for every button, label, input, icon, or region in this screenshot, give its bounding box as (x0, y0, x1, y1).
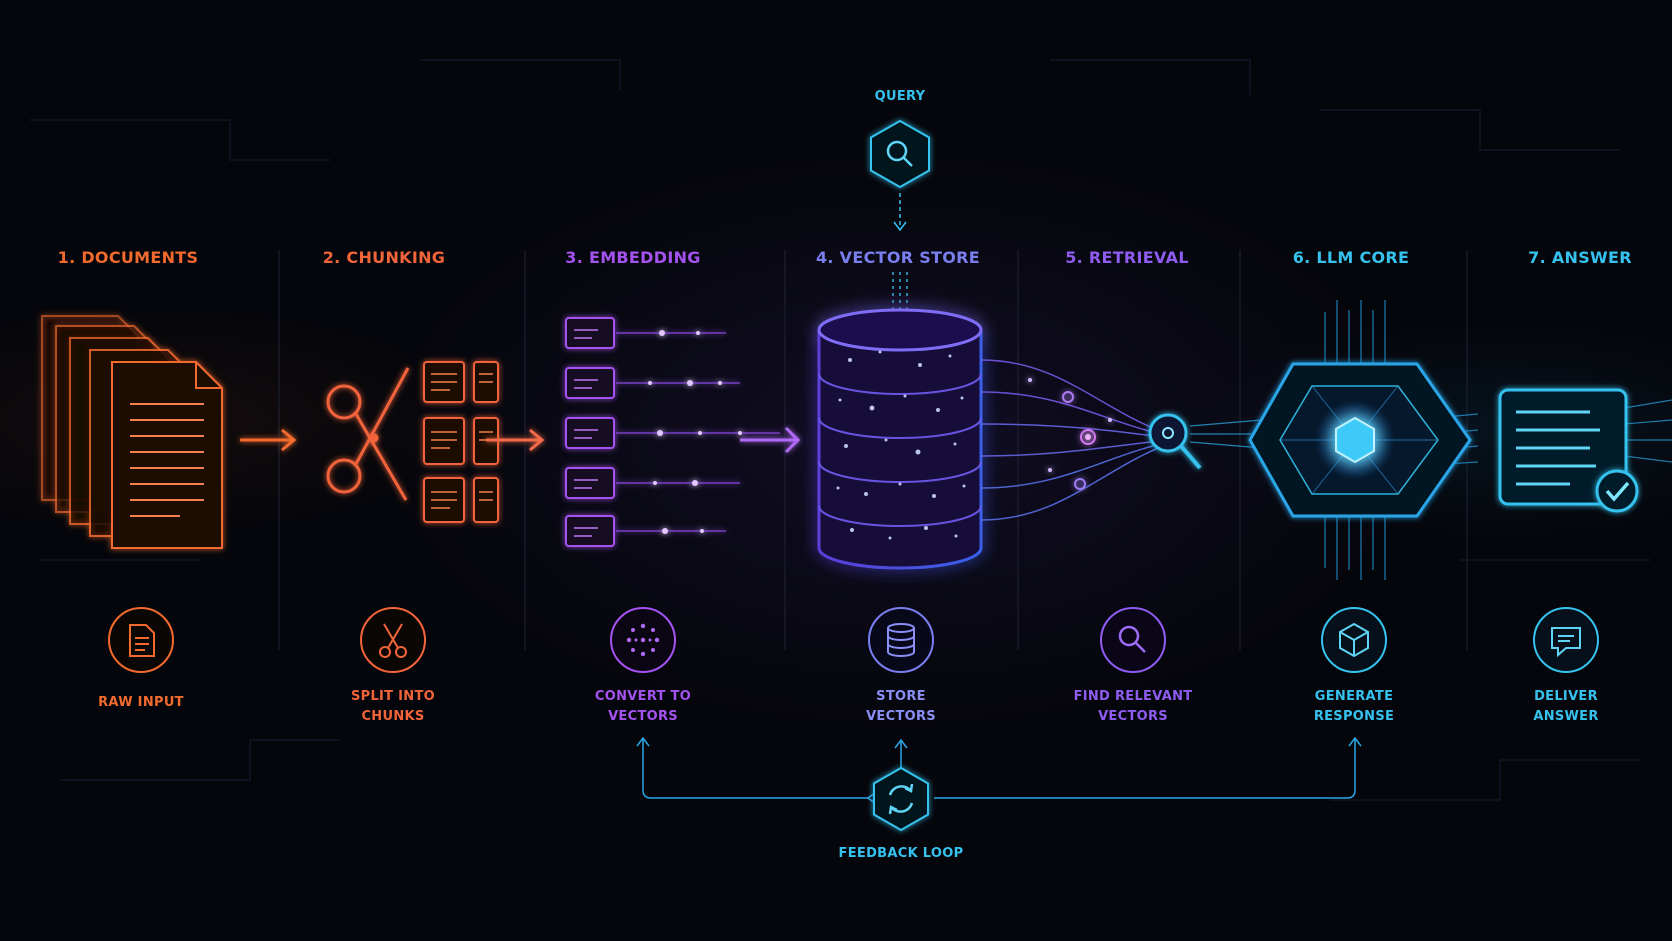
query-node: QUERY (870, 89, 930, 232)
stage-icon-deliver-answer (1533, 607, 1599, 673)
query-hexagon (870, 119, 930, 189)
caption-raw-input: RAW INPUT (98, 695, 184, 710)
caption-deliver-line-2: ANSWER (1533, 709, 1598, 724)
stage-title-vector-store: 4. VECTOR STORE (816, 248, 980, 267)
llm-core-illustration (1248, 300, 1479, 580)
retrieval-flow-lines (980, 359, 1169, 521)
search-icon (1118, 625, 1146, 653)
llm-input-lines (1189, 419, 1263, 449)
feedback-loop-node (873, 766, 929, 832)
caption-find-line-2: VECTORS (1098, 709, 1168, 724)
stage-title-answer: 7. ANSWER (1528, 248, 1632, 267)
stage-title-retrieval: 5. RETRIEVAL (1065, 248, 1189, 267)
answer-illustration (1498, 388, 1672, 513)
chat-icon (1551, 627, 1581, 658)
vector-dots-icon (626, 623, 660, 657)
caption-store-line-1: STORE (876, 689, 926, 704)
vector-database-illustration (817, 272, 983, 570)
caption-deliver-line-1: DELIVER (1534, 689, 1598, 704)
retrieval-nodes (1028, 378, 1112, 490)
query-arrow-head (893, 221, 907, 232)
document-icon (129, 624, 155, 657)
search-icon (886, 140, 913, 167)
stage-icon-raw-input (108, 607, 174, 673)
stage-icon-store-vectors (868, 607, 934, 673)
refresh-icon (888, 783, 914, 815)
feedback-loop-lines (636, 736, 1362, 805)
caption-split-line-2: CHUNKS (361, 709, 424, 724)
documents-illustration (41, 315, 223, 549)
check-circle (1595, 469, 1639, 513)
caption-generate-line-2: RESPONSE (1314, 709, 1394, 724)
query-label: QUERY (875, 89, 926, 104)
check-icon (1605, 481, 1630, 502)
stage-title-documents: 1. DOCUMENTS (58, 248, 199, 267)
feedback-hexagon (873, 766, 929, 832)
stage-title-llm-core: 6. LLM CORE (1293, 248, 1410, 267)
llm-core-gem (1335, 416, 1375, 464)
background-circuit-lines (30, 59, 1650, 801)
stage-icon-generate-response (1321, 607, 1387, 673)
scissors-icon (379, 623, 407, 658)
chunking-arrow (486, 428, 545, 452)
caption-store-line-2: VECTORS (866, 709, 936, 724)
embedding-illustration (565, 317, 801, 547)
cube-icon (1339, 622, 1369, 658)
caption-split-line-1: SPLIT INTO (351, 689, 435, 704)
caption-generate-line-1: GENERATE (1315, 689, 1394, 704)
documents-arrow (240, 428, 297, 452)
stage-icon-find-vectors (1100, 607, 1166, 673)
retrieval-magnifier (1148, 413, 1202, 470)
stage-title-chunking: 2. CHUNKING (323, 248, 445, 267)
column-dividers (278, 250, 1468, 650)
stage-title-embedding: 3. EMBEDDING (565, 248, 700, 267)
chunk-blocks (423, 361, 499, 523)
caption-convert-line-2: VECTORS (608, 709, 678, 724)
caption-convert-line-1: CONVERT TO (595, 689, 691, 704)
scissors-illustration (326, 367, 410, 501)
stage-icon-split-chunks (360, 607, 426, 673)
caption-find-line-1: FIND RELEVANT (1074, 689, 1193, 704)
stage-icon-convert-vectors (610, 607, 676, 673)
database-icon (887, 623, 915, 657)
feedback-loop-label: FEEDBACK LOOP (839, 846, 964, 861)
